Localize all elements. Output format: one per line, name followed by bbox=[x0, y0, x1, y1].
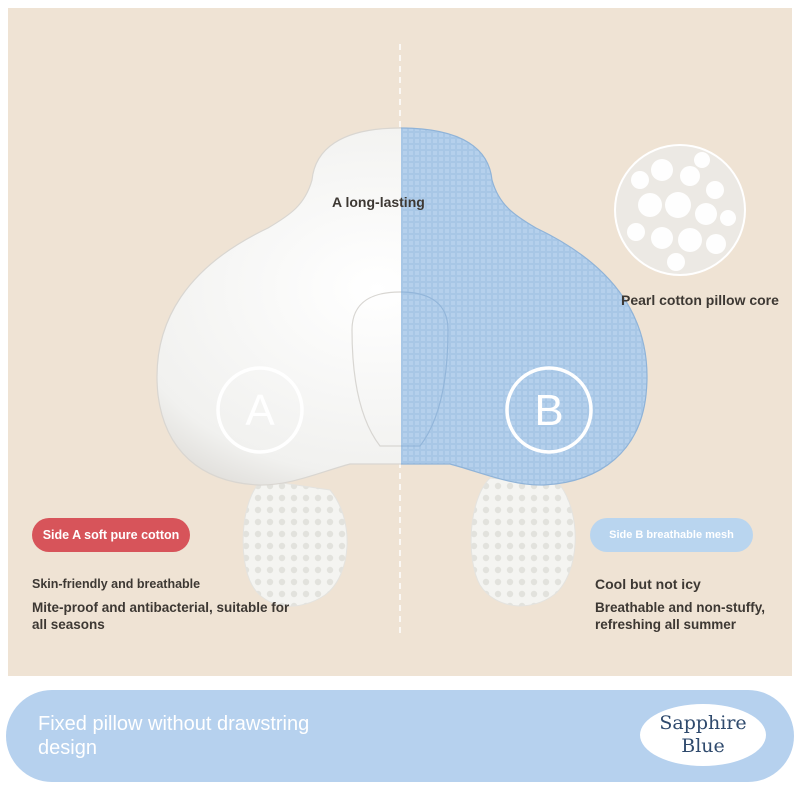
side-b-feature-1: Cool but not icy bbox=[595, 576, 701, 592]
caption-top: A long-lasting bbox=[332, 194, 425, 210]
pillow-side-a bbox=[156, 127, 401, 486]
right-leg bbox=[470, 477, 576, 607]
color-name: Sapphire Blue bbox=[659, 712, 747, 757]
side-b-circle-marker bbox=[505, 366, 593, 454]
side-b-tag: Side B breathable mesh bbox=[590, 518, 753, 552]
head-hollow-mesh bbox=[401, 291, 449, 447]
banner-text: Fixed pillow without drawstring design bbox=[38, 713, 310, 759]
pillow-side-b bbox=[401, 127, 648, 486]
color-badge: Sapphire Blue bbox=[640, 704, 766, 766]
side-a-tag: Side A soft pure cotton bbox=[32, 518, 190, 552]
side-a-feature-2: Mite-proof and antibacterial, suitable f… bbox=[32, 600, 290, 632]
side-a-letter: A bbox=[245, 386, 275, 435]
head-hollow bbox=[351, 291, 401, 447]
pearl-cotton-texture-image bbox=[614, 144, 746, 276]
side-a-feature-1: Skin-friendly and breathable bbox=[32, 577, 201, 591]
side-a-circle-marker bbox=[216, 366, 304, 454]
left-leg bbox=[242, 479, 348, 607]
pillow-core-label: Pearl cotton pillow core bbox=[621, 292, 779, 308]
side-b-letter: B bbox=[534, 386, 564, 435]
side-b-feature-2: Breathable and non-stuffy, refreshing al… bbox=[595, 600, 766, 632]
